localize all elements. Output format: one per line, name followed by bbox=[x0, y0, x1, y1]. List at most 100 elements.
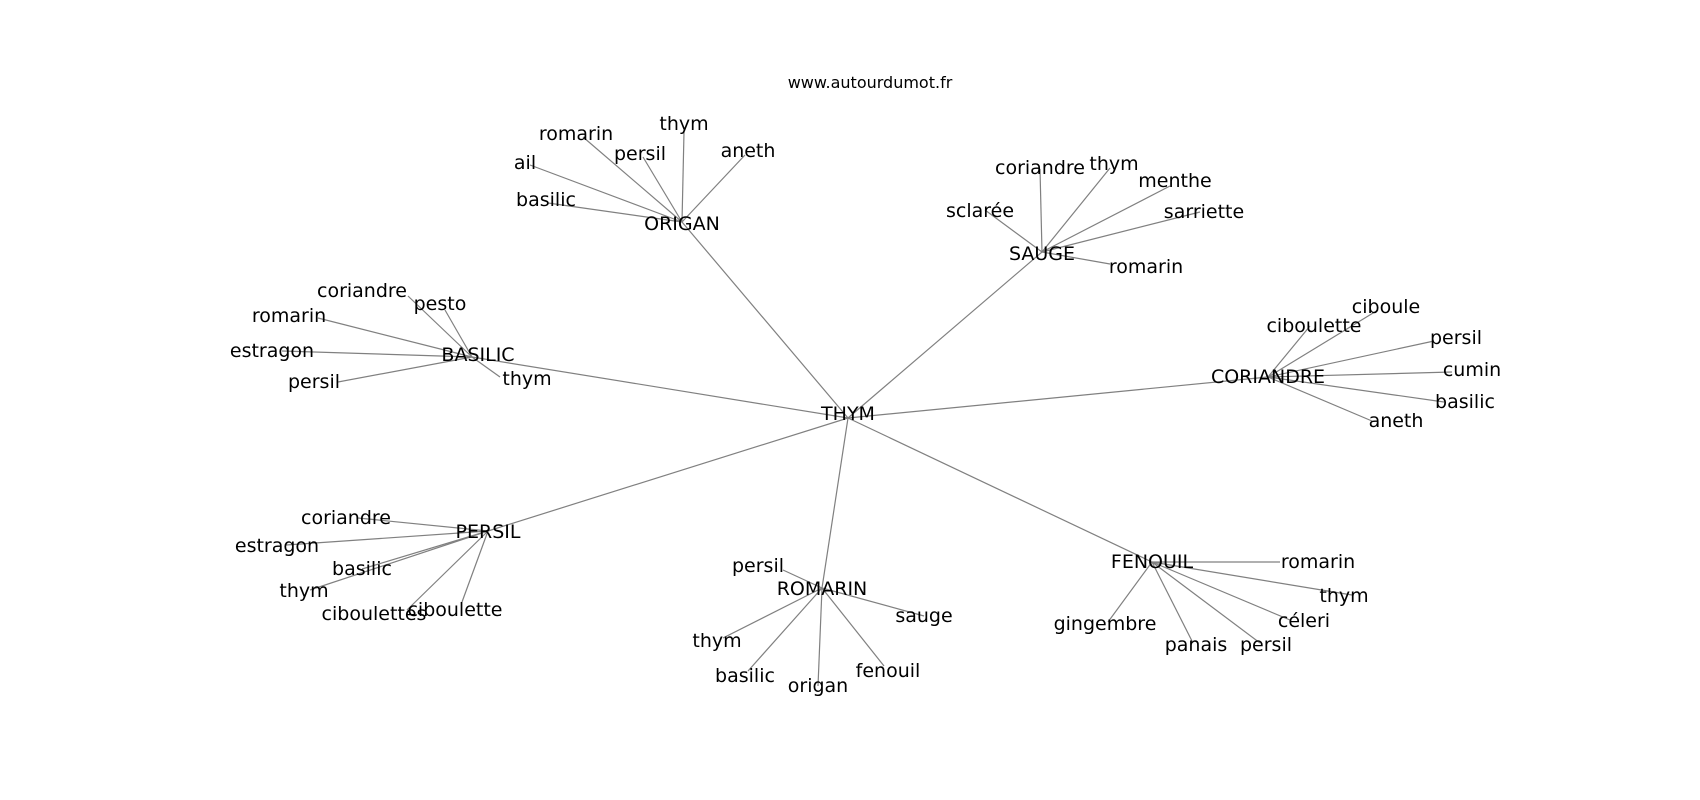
edge-hub-to-leaf bbox=[309, 530, 489, 591]
edge-hub-to-leaf bbox=[461, 530, 489, 603]
edge-hub-to-leaf bbox=[337, 356, 473, 383]
hub-node-label: SAUGE bbox=[1009, 243, 1075, 265]
edge-hub-to-leaf bbox=[1107, 561, 1153, 623]
leaf-node-label: persil bbox=[1430, 327, 1482, 349]
edge-hub-to-leaf bbox=[285, 530, 489, 546]
edge-hub-to-leaf bbox=[722, 587, 823, 639]
leaf-node-label: coriandre bbox=[317, 280, 407, 302]
leaf-node-label: romarin bbox=[539, 123, 613, 145]
leaf-node-label: aneth bbox=[721, 140, 776, 162]
edge-hub-to-leaf bbox=[1267, 371, 1453, 378]
leaf-node-label: céleri bbox=[1278, 610, 1330, 632]
leaf-node-label: estragon bbox=[230, 340, 314, 362]
leaf-node-label: sarriette bbox=[1164, 201, 1244, 223]
edge-center-to-hub bbox=[847, 251, 1043, 419]
edge-hub-to-leaf bbox=[1039, 168, 1043, 253]
leaf-node-label: cumin bbox=[1443, 359, 1501, 381]
edge-hub-to-leaf bbox=[1267, 325, 1311, 378]
leaf-node-label: thym bbox=[659, 113, 708, 135]
hub-node-label: ORIGAN bbox=[644, 213, 720, 235]
leaf-node-label: coriandre bbox=[995, 157, 1085, 179]
edge-hub-to-leaf bbox=[782, 569, 823, 589]
edge-hub-to-leaf bbox=[681, 154, 746, 223]
leaf-node-label: origan bbox=[788, 675, 848, 697]
leaf-node-label: persil bbox=[1240, 634, 1292, 656]
edge-hub-to-leaf bbox=[1041, 167, 1111, 253]
edge-hub-to-leaf bbox=[1267, 309, 1379, 378]
leaf-node-label: gingembre bbox=[1054, 613, 1157, 635]
edge-hub-to-leaf bbox=[747, 587, 823, 672]
edge-hub-to-leaf bbox=[817, 587, 823, 687]
edge-hub-to-leaf bbox=[1267, 376, 1373, 422]
leaf-node-label: basilic bbox=[1435, 391, 1495, 413]
hub-node-label: BASILIC bbox=[441, 344, 514, 366]
edge-hub-to-leaf bbox=[582, 136, 683, 223]
edge-hub-to-leaf bbox=[642, 156, 683, 223]
leaf-node-label: coriandre bbox=[301, 507, 391, 529]
edge-hub-to-leaf bbox=[444, 309, 473, 358]
leaf-node-label: menthe bbox=[1138, 170, 1211, 192]
edge-hub-to-leaf bbox=[1151, 561, 1194, 644]
center-node-label: THYM bbox=[820, 403, 875, 425]
leaf-node-label: persil bbox=[614, 143, 666, 165]
edge-hub-to-leaf bbox=[681, 131, 685, 223]
edge-hub-to-leaf bbox=[406, 530, 489, 611]
labels-layer: THYM ORIGAN romarin thym persil aneth ail basil… bbox=[230, 113, 1501, 697]
edge-hub-to-leaf bbox=[547, 202, 683, 223]
edge-hub-to-leaf bbox=[1267, 340, 1435, 378]
leaf-node-label: thym bbox=[1089, 153, 1138, 175]
edge-hub-to-leaf bbox=[984, 209, 1043, 253]
edge-hub-to-leaf bbox=[357, 517, 489, 532]
leaf-node-label: basilic bbox=[516, 189, 576, 211]
leaf-node-label: thym bbox=[502, 368, 551, 390]
leaf-node-label: ciboule bbox=[1352, 296, 1420, 318]
edge-hub-to-leaf bbox=[407, 295, 473, 358]
leaf-node-label: panais bbox=[1165, 634, 1228, 656]
edges-layer bbox=[281, 131, 1453, 687]
edge-center-to-hub bbox=[847, 376, 1269, 419]
leaf-node-label: aneth bbox=[1369, 410, 1424, 432]
edge-hub-to-leaf bbox=[317, 317, 473, 358]
leaf-node-label: ciboulette bbox=[407, 599, 502, 621]
edge-center-to-hub bbox=[681, 221, 849, 419]
leaf-node-label: thym bbox=[1319, 585, 1368, 607]
leaf-node-label: basilic bbox=[715, 665, 775, 687]
edge-hub-to-leaf bbox=[281, 350, 473, 358]
leaf-node-label: ciboulette bbox=[1266, 315, 1361, 337]
leaf-node-label: estragon bbox=[235, 535, 319, 557]
edge-hub-to-leaf bbox=[821, 587, 885, 667]
hub-node-label: PERSIL bbox=[456, 521, 521, 543]
leaf-node-label: thym bbox=[279, 580, 328, 602]
edge-center-to-hub bbox=[821, 417, 849, 589]
leaf-node-label: ciboulettes bbox=[322, 603, 427, 625]
edge-hub-to-leaf bbox=[1041, 211, 1201, 253]
leaf-node-label: thym bbox=[692, 630, 741, 652]
edge-center-to-hub bbox=[487, 417, 849, 532]
source-label: www.autourdumot.fr bbox=[788, 73, 953, 92]
edge-hub-to-leaf bbox=[821, 587, 925, 617]
edge-hub-to-leaf bbox=[1151, 561, 1291, 621]
hub-node-label: ROMARIN bbox=[777, 578, 868, 600]
edge-hub-to-leaf bbox=[471, 356, 501, 378]
edge-hub-to-leaf bbox=[1151, 561, 1353, 596]
leaf-node-label: sauge bbox=[895, 605, 952, 627]
hub-node-label: CORIANDRE bbox=[1211, 366, 1325, 388]
leaf-node-label: romarin bbox=[1109, 256, 1183, 278]
leaf-node-label: romarin bbox=[252, 305, 326, 327]
hub-node-label: FENOUIL bbox=[1111, 551, 1194, 573]
edge-hub-to-leaf bbox=[529, 164, 683, 223]
leaf-node-label: sclarée bbox=[946, 200, 1014, 222]
edge-hub-to-leaf bbox=[1041, 251, 1111, 265]
edge-hub-to-leaf bbox=[1041, 185, 1171, 253]
edge-center-to-hub bbox=[471, 356, 849, 419]
edge-hub-to-leaf bbox=[1267, 376, 1445, 403]
leaf-node-label: basilic bbox=[332, 558, 392, 580]
leaf-node-label: ail bbox=[514, 152, 536, 174]
leaf-node-label: persil bbox=[288, 371, 340, 393]
edge-hub-to-leaf bbox=[1151, 561, 1261, 644]
edge-center-to-hub bbox=[847, 417, 1153, 563]
leaf-node-label: persil bbox=[732, 555, 784, 577]
leaf-node-label: pesto bbox=[414, 293, 467, 315]
leaf-node-label: fenouil bbox=[856, 660, 921, 682]
